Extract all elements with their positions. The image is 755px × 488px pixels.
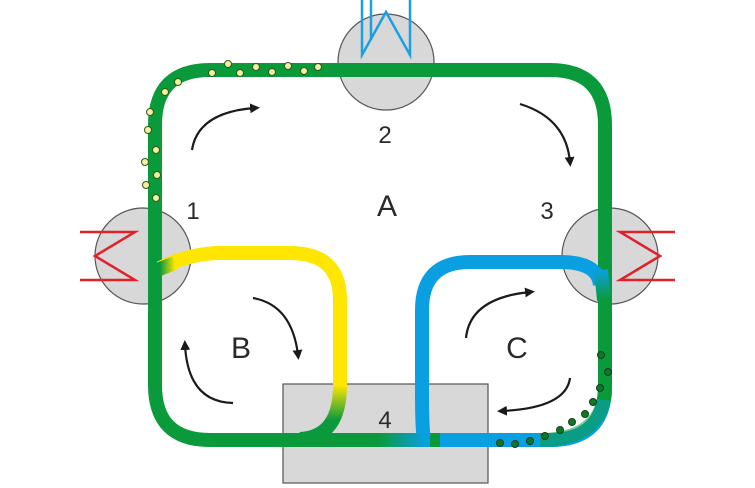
loop-b-join-bottom xyxy=(299,384,347,446)
loop-b-pipe xyxy=(156,246,347,390)
loop-b-join-left xyxy=(154,256,178,277)
flow-arrows-group xyxy=(180,102,575,416)
loop-c-lower-blend xyxy=(539,350,612,447)
arrow-c-top xyxy=(464,287,535,339)
arrow-b-right xyxy=(252,296,303,360)
component-2-circle xyxy=(337,13,435,111)
zone-c-label: C xyxy=(506,332,528,365)
particles-light-group xyxy=(141,60,322,202)
node-2-label: 2 xyxy=(378,122,391,149)
zone-b-label: B xyxy=(231,332,251,365)
arrow-b-left xyxy=(180,340,234,405)
particles-dark-group xyxy=(496,351,612,448)
heater-coil-right-icon xyxy=(615,230,675,282)
heater-coil-left-icon xyxy=(80,230,140,282)
zone-a-label: A xyxy=(377,190,397,223)
node-4-label: 4 xyxy=(378,407,391,434)
loop-c-pipe xyxy=(415,255,607,447)
node-1-label: 1 xyxy=(186,198,199,225)
node-3-label: 3 xyxy=(540,198,553,225)
arrow-c-bottom xyxy=(497,377,572,416)
loop-c-join-right xyxy=(594,269,611,301)
arrow-a-top-right xyxy=(519,102,575,167)
cooler-coil-icon xyxy=(360,0,412,60)
loop-a-pipe xyxy=(148,63,612,447)
arrow-a-top-left xyxy=(190,103,260,151)
